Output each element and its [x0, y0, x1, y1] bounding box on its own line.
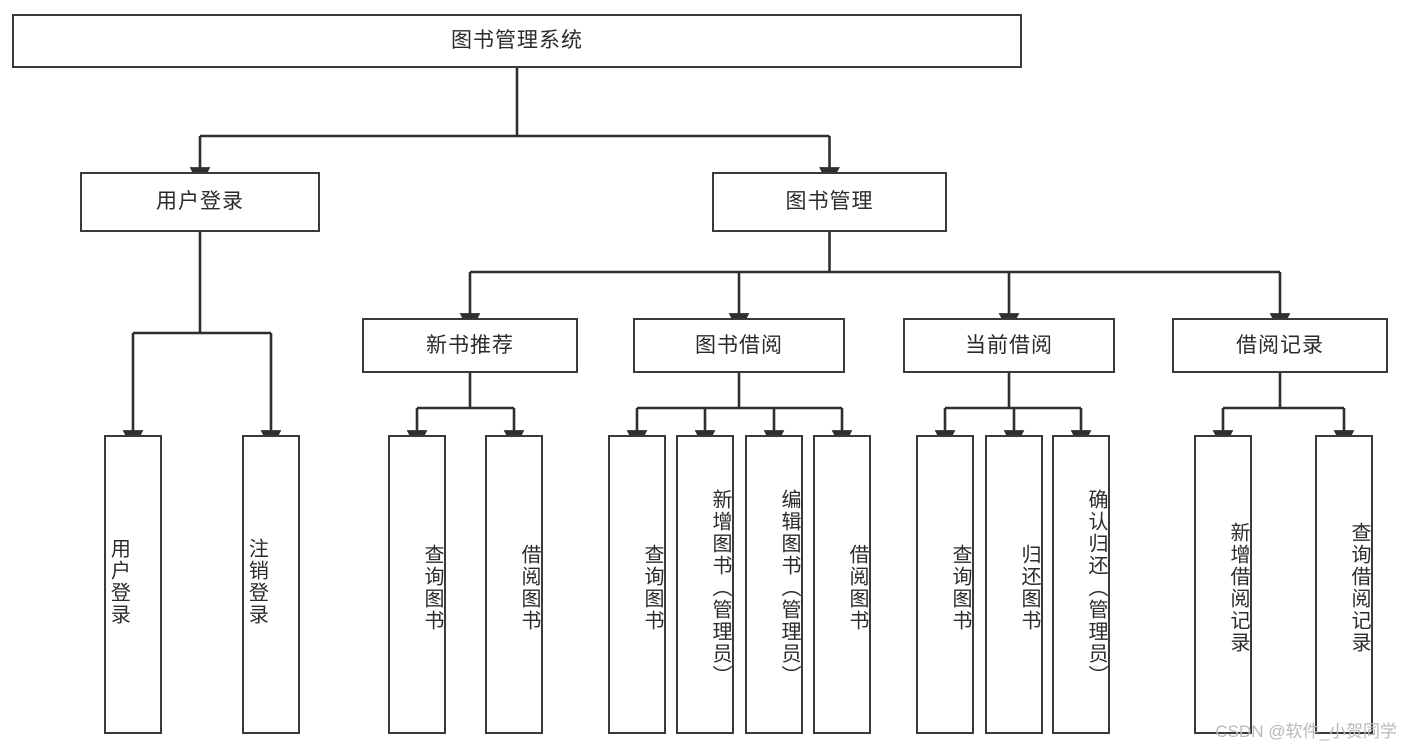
node-leaf-add-borrow-record[interactable]: 新增借阅记录 — [1194, 435, 1252, 734]
node-label: 新增借阅记录 — [1227, 521, 1249, 654]
node-root[interactable]: 图书管理系统 — [12, 14, 1022, 68]
node-label: 查询借阅记录 — [1348, 521, 1370, 654]
node-label: 查询图书 — [641, 543, 663, 632]
node-book-management[interactable]: 图书管理 — [712, 172, 947, 232]
node-leaf-borrow-book-recommend[interactable]: 借阅图书 — [485, 435, 543, 734]
node-user-login[interactable]: 用户登录 — [80, 172, 320, 232]
node-label: 归还图书 — [1018, 543, 1040, 632]
node-leaf-borrow-book[interactable]: 借阅图书 — [813, 435, 871, 734]
node-leaf-confirm-return-admin[interactable]: 确认归还（管理员） — [1052, 435, 1110, 734]
node-leaf-edit-book-admin[interactable]: 编辑图书（管理员） — [745, 435, 803, 734]
node-label: 新增图书（管理员） — [709, 488, 731, 687]
node-label: 注销登录 — [245, 537, 268, 626]
node-label: 图书管理系统 — [451, 29, 583, 53]
edge-group — [122, 68, 1355, 450]
node-current-borrow[interactable]: 当前借阅 — [903, 318, 1115, 373]
node-label: 图书管理 — [785, 190, 874, 214]
node-label: 新书推荐 — [426, 333, 514, 357]
node-label: 确认归还（管理员） — [1085, 488, 1107, 687]
node-label: 编辑图书（管理员） — [778, 488, 800, 687]
node-label: 查询图书 — [421, 543, 443, 632]
node-borrow-record[interactable]: 借阅记录 — [1172, 318, 1388, 373]
node-label: 用户登录 — [156, 190, 244, 214]
node-label: 用户登录 — [107, 537, 130, 626]
node-leaf-query-book-borrow[interactable]: 查询图书 — [608, 435, 666, 734]
watermark-label: CSDN @软件_小贺同学 — [1215, 722, 1397, 741]
node-leaf-return-book[interactable]: 归还图书 — [985, 435, 1043, 734]
node-book-borrow[interactable]: 图书借阅 — [633, 318, 845, 373]
node-leaf-user-login[interactable]: 用户登录 — [104, 435, 162, 734]
node-label: 借阅图书 — [846, 543, 868, 632]
node-label: 当前借阅 — [965, 333, 1053, 357]
node-leaf-query-book-recommend[interactable]: 查询图书 — [388, 435, 446, 734]
node-leaf-add-book-admin[interactable]: 新增图书（管理员） — [676, 435, 734, 734]
node-label: 借阅图书 — [518, 543, 540, 632]
node-leaf-query-borrow-record[interactable]: 查询借阅记录 — [1315, 435, 1373, 734]
node-new-book-recommend[interactable]: 新书推荐 — [362, 318, 578, 373]
node-label: 查询图书 — [949, 543, 971, 632]
node-leaf-query-book-current[interactable]: 查询图书 — [916, 435, 974, 734]
node-label: 图书借阅 — [695, 333, 783, 357]
node-leaf-logout-login[interactable]: 注销登录 — [242, 435, 300, 734]
node-label: 借阅记录 — [1236, 333, 1324, 357]
